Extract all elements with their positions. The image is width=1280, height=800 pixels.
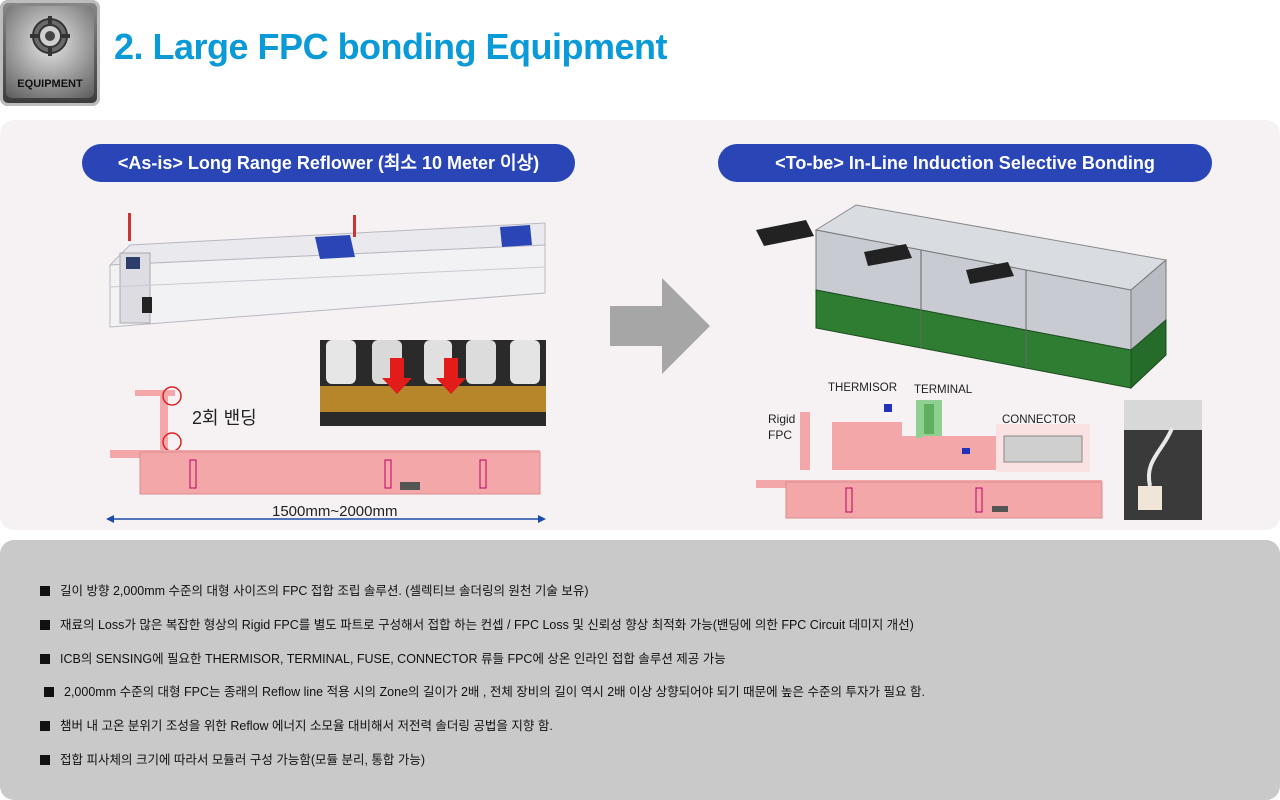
rigid-fpc-label: Rigid FPC (768, 411, 795, 443)
as-is-heading: <As-is> Long Range Reflower (최소 10 Meter… (82, 144, 575, 182)
connector-label: CONNECTOR (1002, 414, 1076, 426)
list-item: 길이 방향 2,000mm 수준의 대형 사이즈의 FPC 접합 조립 솔루션.… (40, 580, 589, 599)
bending-label: 2회 밴딩 (192, 408, 257, 428)
reflow-bonding-photo (320, 340, 546, 426)
logo-badge: EQUIPMENT (6, 6, 94, 98)
rigid-fpc-label-line1: Rigid (768, 412, 796, 426)
page-title: 2. Large FPC bonding Equipment (114, 26, 668, 67)
list-item: 접합 피사체의 크기에 따라서 모듈러 구성 가능함(모듈 분리, 통합 가능) (40, 749, 425, 768)
list-item: 재료의 Loss가 많은 복잡한 형상의 Rigid FPC를 별도 파트로 구… (40, 614, 914, 633)
right-arrow-icon (610, 278, 710, 374)
square-bullet-icon (40, 586, 50, 596)
list-item: ICB의 SENSING에 필요한 THERMISOR, TERMINAL, F… (40, 648, 726, 667)
dimension-label: 1500mm~2000mm (272, 503, 398, 520)
description-panel (0, 540, 1280, 800)
rigid-fpc-label-line2: FPC (768, 428, 792, 442)
list-item: 2,000mm 수준의 대형 FPC는 종래의 Reflow line 적용 시… (44, 681, 925, 700)
thermisor-label: THERMISOR (828, 382, 897, 394)
inline-bonding-machine-illustration (756, 204, 1168, 390)
to-be-fpc-schematic (756, 400, 1103, 519)
list-item: 챔버 내 고온 분위기 조성을 위한 Reflow 에너지 소모율 대비해서 저… (40, 715, 553, 734)
logo-label: EQUIPMENT (17, 78, 83, 90)
square-bullet-icon (40, 721, 50, 731)
square-bullet-icon (40, 755, 50, 765)
gear-emblem-icon (30, 16, 70, 56)
reflow-oven-illustration (108, 213, 546, 328)
square-bullet-icon (40, 654, 50, 664)
terminal-label: TERMINAL (914, 384, 973, 396)
to-be-heading: <To-be> In-Line Induction Selective Bond… (718, 144, 1212, 182)
square-bullet-icon (40, 620, 50, 630)
as-is-fpc-schematic (106, 386, 546, 523)
bonding-closeup-photo (1124, 400, 1202, 520)
square-bullet-icon (44, 687, 54, 697)
equipment-logo: EQUIPMENT (0, 0, 100, 106)
